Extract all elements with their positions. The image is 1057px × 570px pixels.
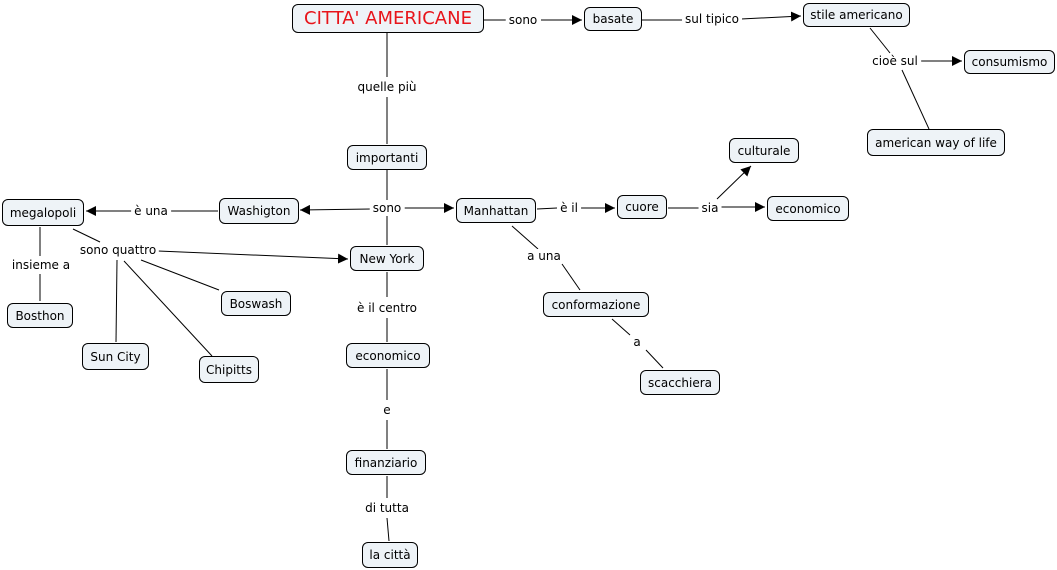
link-label-e[interactable]: e [380,403,394,417]
concept-boswash[interactable]: Boswash [221,291,291,316]
link-label-sia[interactable]: sia [698,201,722,215]
concept-stile-americano[interactable]: stile americano [803,3,910,27]
concept-manhattan[interactable]: Manhattan [456,198,536,223]
concept-conformazione[interactable]: conformazione [543,292,649,317]
link-label-quelle-piu[interactable]: quelle più [354,80,420,94]
concept-sun-city[interactable]: Sun City [82,343,149,370]
concept-economico-center[interactable]: economico [346,343,430,368]
link-label-insieme-a[interactable]: insieme a [8,258,74,272]
link-label-a-una[interactable]: a una [524,249,564,263]
link-label-di-tutta[interactable]: di tutta [362,501,412,515]
link-label-sono-mid[interactable]: sono [369,201,405,215]
link-label-e-una[interactable]: è una [131,204,171,218]
concept-consumismo[interactable]: consumismo [964,50,1055,74]
concept-new-york[interactable]: New York [350,246,424,271]
link-label-a[interactable]: a [630,335,644,349]
concept-culturale[interactable]: culturale [729,138,799,163]
concept-bosthon[interactable]: Bosthon [7,303,73,328]
concept-megalopoli[interactable]: megalopoli [2,199,84,226]
link-label-e-il-centro[interactable]: è il centro [354,301,420,315]
concept-american-way-of-life[interactable]: american way of life [867,129,1005,156]
concept-finanziario[interactable]: finanziario [346,450,426,475]
concept-chipitts[interactable]: Chipitts [199,356,259,383]
concept-basate[interactable]: basate [584,7,642,31]
concept-economico-right[interactable]: economico [767,196,849,221]
concept-la-citta[interactable]: la città [362,542,418,568]
concept-importanti[interactable]: importanti [347,145,427,170]
link-label-cioe-sul[interactable]: cioè sul [869,54,921,68]
concept-citta-americane[interactable]: CITTA' AMERICANE [292,4,484,33]
concept-scacchiera[interactable]: scacchiera [640,370,720,395]
link-label-sul-tipico[interactable]: sul tipico [682,12,742,26]
concept-washigton[interactable]: Washigton [219,198,299,224]
concept-cuore[interactable]: cuore [617,195,667,219]
link-label-sono-quattro[interactable]: sono quattro [76,243,160,257]
link-label-e-il[interactable]: è il [557,201,581,215]
link-label-sono-top[interactable]: sono [505,13,541,27]
